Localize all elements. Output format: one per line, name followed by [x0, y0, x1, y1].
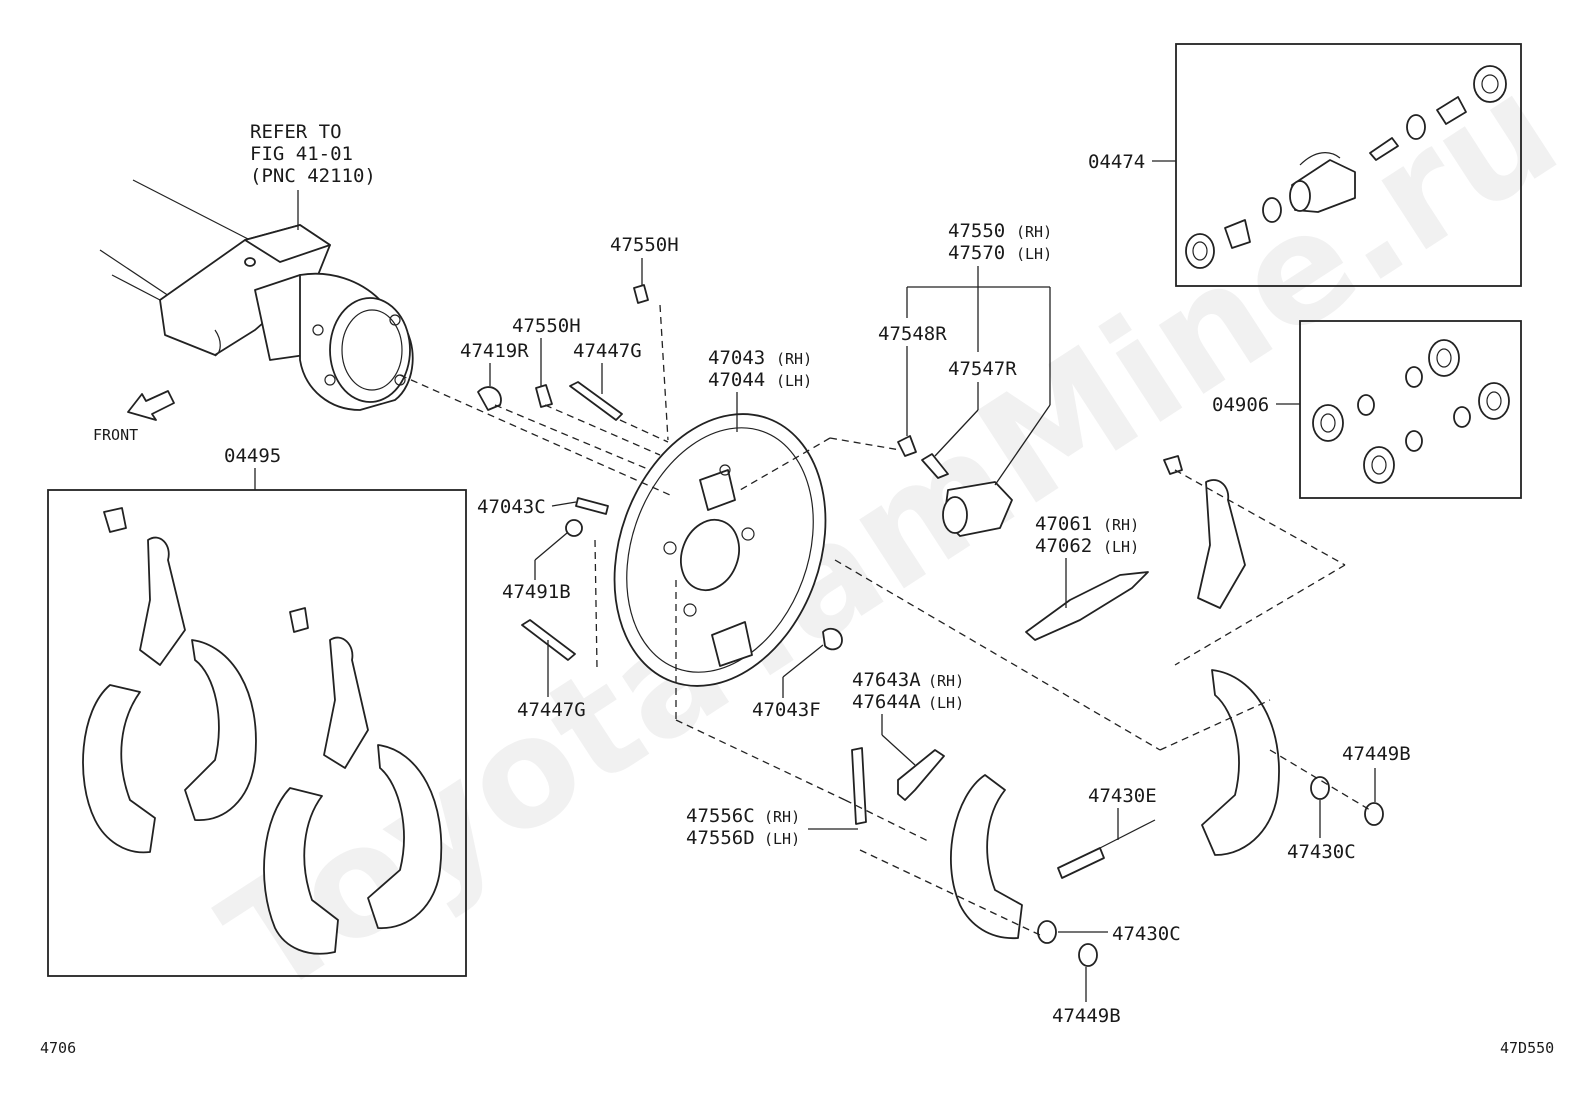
suffix-47550: (RH)	[1016, 223, 1052, 241]
label-47550H: 47550H	[512, 315, 581, 337]
label-47044: 47044	[708, 369, 765, 391]
label-47570: 47570	[948, 242, 1005, 264]
refer-note-line-3: (PNC 42110)	[250, 165, 376, 187]
footer-right: 47D550	[1500, 1039, 1554, 1057]
label-47043F: 47043F	[752, 699, 821, 721]
front-arrow-icon	[127, 390, 175, 421]
suffix-47556C: (RH)	[764, 808, 800, 826]
label-47419R: 47419R	[460, 340, 529, 362]
label-47644A: 47644A	[852, 691, 921, 713]
suffix-47570: (LH)	[1016, 245, 1052, 263]
label-47061: 47061	[1035, 513, 1092, 535]
suffix-47062: (LH)	[1103, 538, 1139, 556]
footer-left: 4706	[40, 1039, 76, 1057]
label-04474: 04474	[1088, 151, 1145, 173]
label-47449B: 47449B	[1052, 1005, 1121, 1027]
label-47043C: 47043C	[477, 496, 546, 518]
refer-note-line-1: REFER TO	[250, 121, 342, 143]
label-47548R: 47548R	[878, 323, 947, 345]
suffix-47644A: (LH)	[928, 694, 964, 712]
label-47447G: 47447G	[517, 699, 586, 721]
suffix-47061: (RH)	[1103, 516, 1139, 534]
kit-box-04495	[47, 489, 467, 977]
label-47491B: 47491B	[502, 581, 571, 603]
label-47550: 47550	[948, 220, 1005, 242]
label-47062: 47062	[1035, 535, 1092, 557]
label-47449B-right: 47449B	[1342, 743, 1411, 765]
kit-box-04906	[1299, 320, 1522, 499]
axle-housing-illustration	[99, 179, 414, 411]
label-47430E: 47430E	[1088, 785, 1157, 807]
front-label: FRONT	[93, 426, 138, 444]
suffix-47043: (RH)	[776, 350, 812, 368]
label-47550H-top: 47550H	[610, 234, 679, 256]
brake-shoe-kit-parts	[82, 507, 443, 955]
seal-kit-parts	[1312, 339, 1510, 484]
suffix-47044: (LH)	[776, 372, 812, 390]
wheel-cylinder-kit-parts	[1185, 65, 1507, 269]
kit-box-04474	[1175, 43, 1522, 287]
label-47547R: 47547R	[948, 358, 1017, 380]
fastener-parts	[477, 284, 1384, 967]
backing-plate-illustration	[613, 413, 827, 687]
label-47430C-right: 47430C	[1287, 841, 1356, 863]
suffix-47556D: (LH)	[764, 830, 800, 848]
label-47430C: 47430C	[1112, 923, 1181, 945]
label-47556C: 47556C	[686, 805, 755, 827]
refer-note-line-2: FIG 41-01	[250, 143, 353, 165]
label-04495: 04495	[224, 445, 281, 467]
label-47643A: 47643A	[852, 669, 921, 691]
suffix-47643A: (RH)	[928, 672, 964, 690]
label-47043: 47043	[708, 347, 765, 369]
assembly-lines	[399, 304, 1371, 936]
label-47447G-top: 47447G	[573, 340, 642, 362]
label-04906: 04906	[1212, 394, 1269, 416]
label-47556D: 47556D	[686, 827, 755, 849]
